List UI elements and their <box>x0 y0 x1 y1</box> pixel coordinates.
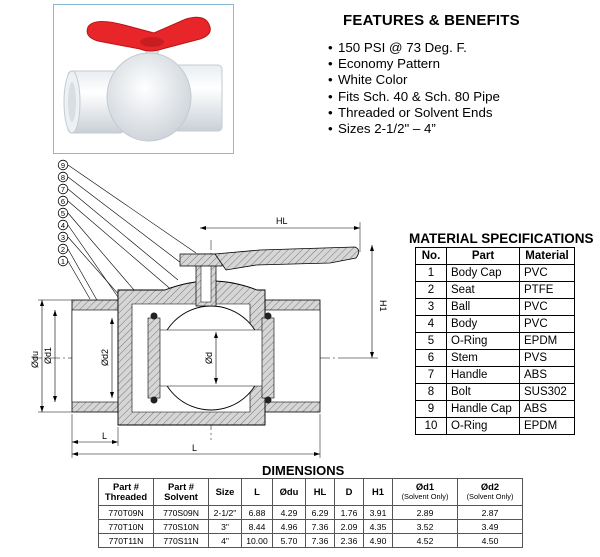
column-header: Ødu <box>272 478 306 506</box>
column-header: Part #Threaded <box>98 478 154 506</box>
column-header: Material <box>519 247 575 265</box>
feature-item: •Fits Sch. 40 & Sch. 80 Pipe <box>328 88 500 104</box>
column-header: L <box>241 478 273 506</box>
callout-3: 3 <box>61 233 65 242</box>
features-title: FEATURES & BENEFITS <box>343 12 520 29</box>
column-header: Part <box>446 247 520 265</box>
feature-item: •Economy Pattern <box>328 56 440 72</box>
label-hl: HL <box>276 216 288 226</box>
ball-valve-photo <box>63 16 223 142</box>
label-l: L <box>192 443 197 453</box>
label-du: Ødu <box>30 351 40 368</box>
column-header: No. <box>415 247 447 265</box>
column-header: H1 <box>363 478 393 506</box>
callout-6: 6 <box>61 197 65 206</box>
feature-item: •150 PSI @ 73 Deg. F. <box>328 40 467 55</box>
column-header: HL <box>305 478 335 506</box>
callout-circles <box>57 159 69 267</box>
callout-1: 1 <box>61 257 65 266</box>
dimensions-table: Part #Threaded Part #Solvent Size L Ødu … <box>98 478 523 548</box>
column-header: Size <box>208 478 242 506</box>
table-header-row: Part #Threaded Part #Solvent Size L Ødu … <box>98 478 523 506</box>
column-header: Ød1(Solvent Only) <box>392 478 458 506</box>
callout-9: 9 <box>61 161 65 170</box>
callout-2: 2 <box>61 245 65 254</box>
feature-item: •Threaded or Solvent Ends <box>328 104 493 120</box>
callout-5: 5 <box>61 209 65 218</box>
dimensions-title: DIMENSIONS <box>262 463 345 478</box>
label-h1: H1 <box>378 300 388 312</box>
label-l-small: L <box>102 431 107 441</box>
callout-7: 7 <box>61 185 65 194</box>
label-d: Ød <box>204 352 214 364</box>
label-d2: Ød2 <box>100 349 110 366</box>
table-header-row: No. Part Material <box>415 247 575 265</box>
column-header: D <box>334 478 364 506</box>
column-header: Ød2(Solvent Only) <box>457 478 523 506</box>
product-photo <box>53 4 234 154</box>
column-header: Part #Solvent <box>153 478 209 506</box>
technical-drawing: 9 8 7 6 5 4 3 2 1 <box>30 159 388 458</box>
callout-4: 4 <box>61 221 65 230</box>
feature-item: •White Color <box>328 72 408 88</box>
feature-item: •Sizes 2-1/2" – 4” <box>328 121 436 137</box>
callout-8: 8 <box>61 173 65 182</box>
material-specs-title: MATERIAL SPECIFICATIONS <box>409 231 594 246</box>
features-list: •150 PSI @ 73 Deg. F. •Economy Pattern •… <box>328 40 500 137</box>
label-d1: Ød1 <box>43 347 53 364</box>
